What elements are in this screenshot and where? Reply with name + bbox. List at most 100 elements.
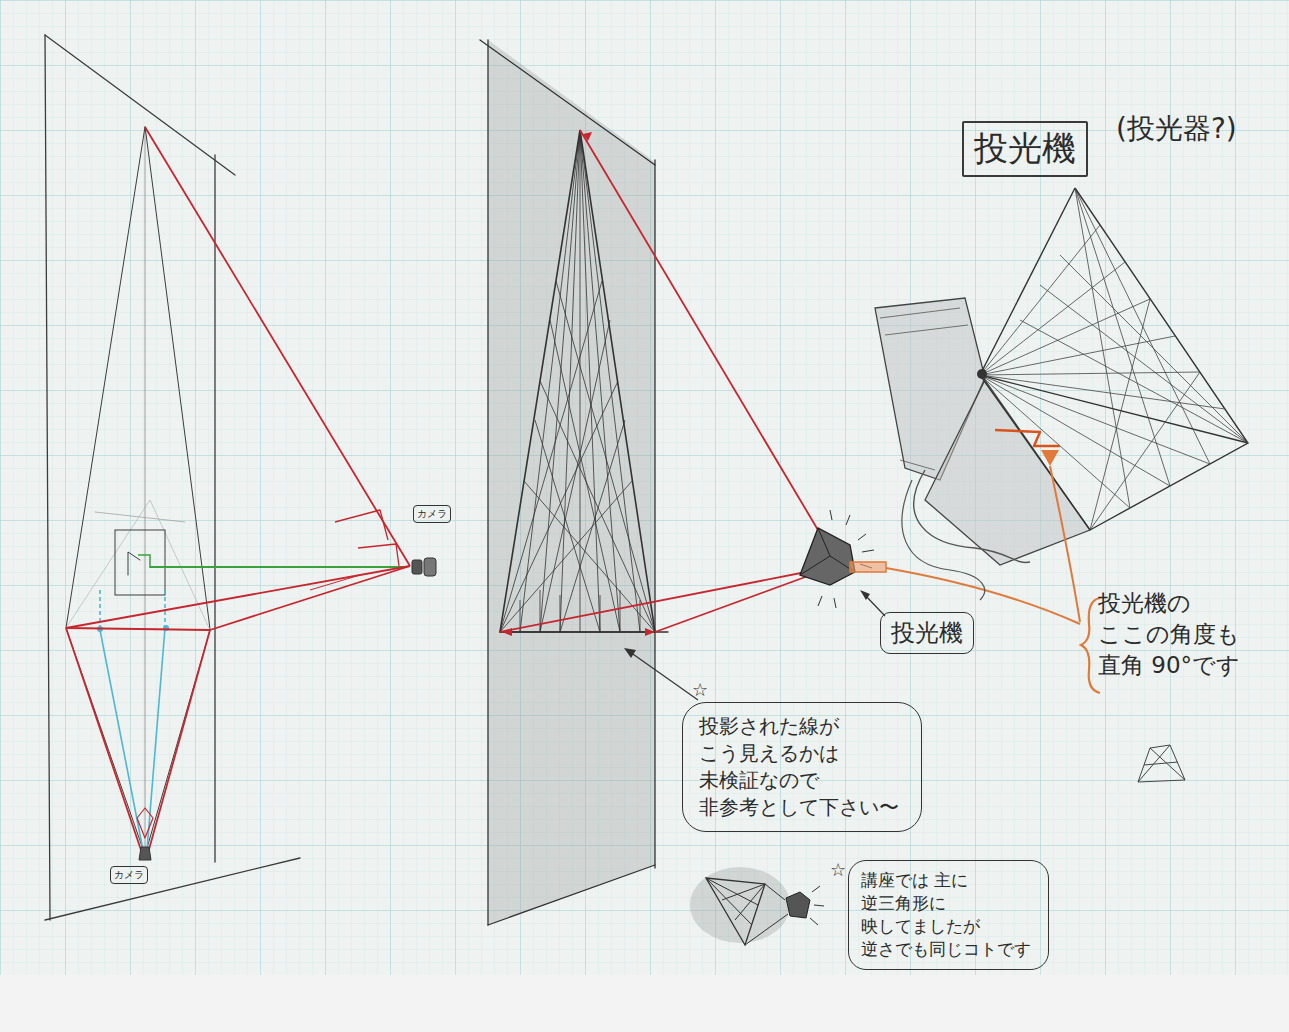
- sketch-line: [310, 575, 360, 590]
- sketch-line: [66, 566, 410, 628]
- sketch-line: [1138, 745, 1185, 782]
- camera-tag: カメラ: [110, 866, 148, 884]
- sketch-line: [358, 544, 399, 566]
- star-mark: ☆: [830, 858, 846, 882]
- title-box: 投光機: [962, 121, 1088, 177]
- sketch-line: [1075, 188, 1248, 530]
- sketch-line: [977, 369, 987, 379]
- sketch-line: [1075, 188, 1170, 486]
- sketch-line: [500, 381, 618, 632]
- note-bubble: 投影された線が こう見えるかは 未検証なので 非参考として下さい〜: [682, 702, 922, 832]
- sketch-line: [1075, 188, 1130, 508]
- sketch-line: [858, 534, 866, 540]
- sketch-line: [846, 515, 850, 525]
- sketch-line: [556, 281, 655, 632]
- sketch-line: [502, 628, 512, 636]
- star-mark: ☆: [692, 678, 708, 702]
- plane-shade: [488, 40, 655, 925]
- sketch-line: [214, 155, 215, 862]
- sketch-line: [980, 188, 1075, 375]
- sketch-line: [520, 130, 580, 632]
- sketch-line: [1081, 598, 1100, 693]
- sketch-line: [500, 631, 668, 632]
- sketch-line: [860, 590, 870, 600]
- sketch-line: [66, 628, 142, 853]
- sketch-line: [706, 878, 765, 945]
- sketch-line: [1090, 372, 1200, 530]
- angle-note: 投光機の ここの角度も 直角 90°です: [1098, 588, 1264, 681]
- sketch-line: [45, 858, 300, 920]
- projector-tag: 投光機: [880, 612, 974, 654]
- sketch-line: [630, 652, 698, 700]
- node-text: 講座では 主に 逆三角形に 映してましたが 逆さでも同じコトです: [861, 869, 1036, 961]
- sketch-line: [690, 867, 790, 943]
- sketch-line: [150, 566, 406, 568]
- sketch-line: [148, 630, 210, 853]
- sketch-line: [600, 595, 601, 632]
- sketch-line: [624, 648, 636, 658]
- sketch-line: [706, 878, 765, 925]
- sketch-line: [580, 130, 640, 632]
- sketch-line: [524, 481, 655, 632]
- sketch-line: [100, 630, 143, 850]
- sketch-line: [818, 596, 822, 606]
- note-bubble: 講座では 主に 逆三角形に 映してましたが 逆さでも同じコトです: [848, 860, 1049, 970]
- paper: [0, 0, 1289, 975]
- sketch-line: [210, 566, 410, 630]
- sketch-line: [66, 628, 210, 630]
- sketch-line: [45, 35, 235, 175]
- sketch-line: [1090, 299, 1150, 530]
- node-text: 投影された線が こう見えるかは 未検証なので 非参考として下さい〜: [699, 713, 905, 821]
- sketch-line: [902, 480, 985, 600]
- sketch-line: [1040, 285, 1248, 443]
- node-text: 投光機: [974, 126, 1076, 172]
- node-text: 投光機: [891, 617, 963, 649]
- sketch-line: [1138, 745, 1185, 782]
- sketch-line: [580, 130, 581, 632]
- paper-margin: [0, 975, 1289, 1032]
- sketch-line: [560, 420, 625, 632]
- sketch-line: [830, 510, 832, 520]
- sketch-line: [488, 865, 655, 925]
- sketch-line: [980, 372, 1200, 375]
- sketch-line: [560, 595, 561, 632]
- sketch-line: [914, 470, 1030, 562]
- sketch-line: [580, 130, 620, 632]
- camera-tag: カメラ: [413, 505, 451, 523]
- alt-name: (投光器?): [1116, 110, 1237, 148]
- sketch-line: [800, 528, 855, 575]
- sketch-line: [810, 886, 824, 925]
- sketch-line: [412, 560, 422, 574]
- sketch-line: [786, 892, 810, 918]
- sketch-line: [139, 847, 151, 860]
- sketch-line: [654, 160, 655, 868]
- sketch-line: [645, 628, 655, 636]
- sketch-line: [145, 127, 410, 566]
- sketch-line: [995, 430, 1060, 446]
- sketch-line: [540, 590, 541, 632]
- sketch-line: [620, 590, 621, 632]
- sketch-line: [980, 375, 1170, 486]
- sketch-line: [862, 550, 874, 552]
- sketch-line: [540, 320, 610, 632]
- node-text: カメラ: [417, 507, 447, 521]
- sketch-line: [850, 562, 886, 572]
- sketch-line: [980, 225, 1100, 375]
- sketch-line: [550, 320, 620, 632]
- sketch-line: [980, 375, 1090, 530]
- sketch-line: [1020, 320, 1248, 443]
- sketch-line: [45, 35, 50, 920]
- node-text: カメラ: [114, 868, 144, 882]
- sketch-line: [145, 127, 146, 855]
- sketch-line: [138, 555, 150, 568]
- sketch-line: [164, 590, 166, 628]
- sketch-line: [980, 262, 1125, 375]
- sketch-line: [95, 512, 185, 522]
- sketch-line: [480, 40, 655, 165]
- sketch-line: [1075, 188, 1210, 464]
- sketch-line: [745, 884, 788, 945]
- sketch-line: [583, 132, 592, 141]
- sketch-line: [1050, 466, 1080, 622]
- sketch-line: [1041, 450, 1059, 466]
